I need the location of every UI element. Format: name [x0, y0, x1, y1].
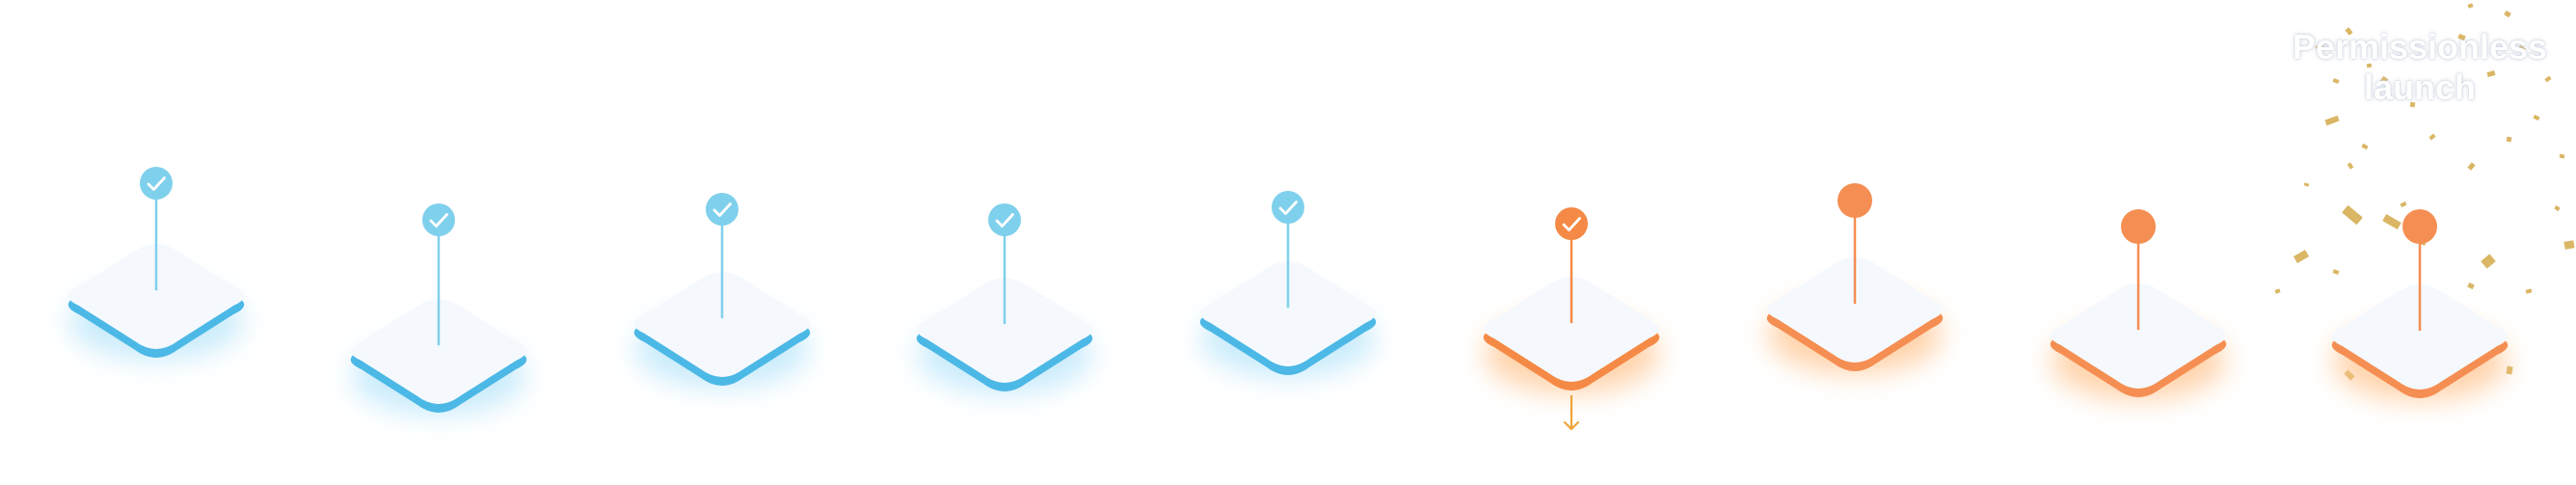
dot-icon [2121, 209, 2156, 244]
step-pin-head [140, 167, 173, 200]
confetti-piece [2533, 114, 2540, 121]
confetti-piece [2428, 133, 2436, 141]
check-icon [995, 213, 1014, 228]
confetti-piece [2345, 27, 2353, 36]
step-pin-head [1555, 207, 1588, 240]
confetti-piece [2481, 254, 2496, 269]
confetti-piece [2559, 153, 2565, 159]
roadmap-step-1 [67, 167, 245, 361]
roadmap-step-7 [1766, 183, 1944, 374]
confetti-piece [2563, 240, 2575, 250]
confetti-piece [2467, 162, 2476, 171]
step-tile [2331, 284, 2509, 390]
step-pin-head [422, 203, 455, 236]
confetti-piece [2400, 201, 2407, 208]
confetti-piece [2382, 214, 2402, 229]
dot-icon [2402, 209, 2437, 244]
confetti-piece [2409, 101, 2416, 108]
step-tile [67, 244, 245, 349]
confetti-piece [2274, 288, 2281, 294]
confetti-piece [2332, 78, 2340, 84]
check-icon [712, 202, 732, 217]
confetti-piece [2467, 282, 2475, 290]
step-tile [1199, 261, 1377, 366]
confetti-piece [2324, 115, 2340, 126]
confetti-piece [2303, 182, 2310, 187]
confetti-piece [2486, 70, 2496, 77]
confetti-piece [2506, 365, 2513, 375]
milestone-label: Permissionless launch [2256, 27, 2576, 108]
check-icon [1278, 201, 1298, 215]
roadmap-step-4 [916, 203, 1093, 394]
roadmap-step-6 [1483, 207, 1660, 431]
dot-icon [1838, 183, 1872, 218]
confetti-piece [2342, 204, 2363, 226]
check-icon [429, 213, 448, 228]
step-pin-head [988, 203, 1021, 236]
milestone-label-line1: Permissionless [2292, 27, 2548, 67]
roadmap-step-2 [350, 203, 527, 416]
confetti [2274, 3, 2575, 381]
step-tile [633, 272, 811, 377]
step-tile [916, 278, 1093, 383]
roadmap-step-5 [1199, 191, 1377, 378]
arrow-down-icon [1563, 395, 1580, 431]
roadmap-step-3 [633, 193, 811, 389]
step-tile [1483, 277, 1660, 382]
step-pin-head [1272, 191, 1304, 224]
confetti-piece [2332, 269, 2340, 275]
step-tile [1766, 257, 1944, 363]
roadmap-step-8 [2050, 209, 2227, 400]
confetti-piece [2347, 162, 2354, 170]
check-icon [1562, 217, 1581, 231]
step-pin-head [706, 193, 738, 226]
confetti-piece [2467, 3, 2474, 9]
confetti-piece [2457, 33, 2466, 41]
confetti-piece [2315, 42, 2324, 51]
milestone-label-line2: launch [2363, 67, 2476, 107]
confetti-piece [2504, 10, 2511, 18]
step-tile [2050, 283, 2227, 389]
confetti-piece [2554, 204, 2561, 212]
confetti-piece [2361, 143, 2369, 150]
check-icon [147, 176, 166, 191]
confetti-piece [2379, 75, 2389, 85]
roadmap-step-9 [2331, 209, 2509, 401]
confetti-piece [2366, 63, 2373, 68]
confetti-piece [2506, 136, 2512, 143]
confetti-piece [2525, 288, 2533, 294]
confetti-piece [2544, 75, 2552, 83]
step-tile [350, 299, 527, 404]
confetti-piece [2516, 44, 2527, 54]
confetti-piece [2293, 250, 2310, 263]
